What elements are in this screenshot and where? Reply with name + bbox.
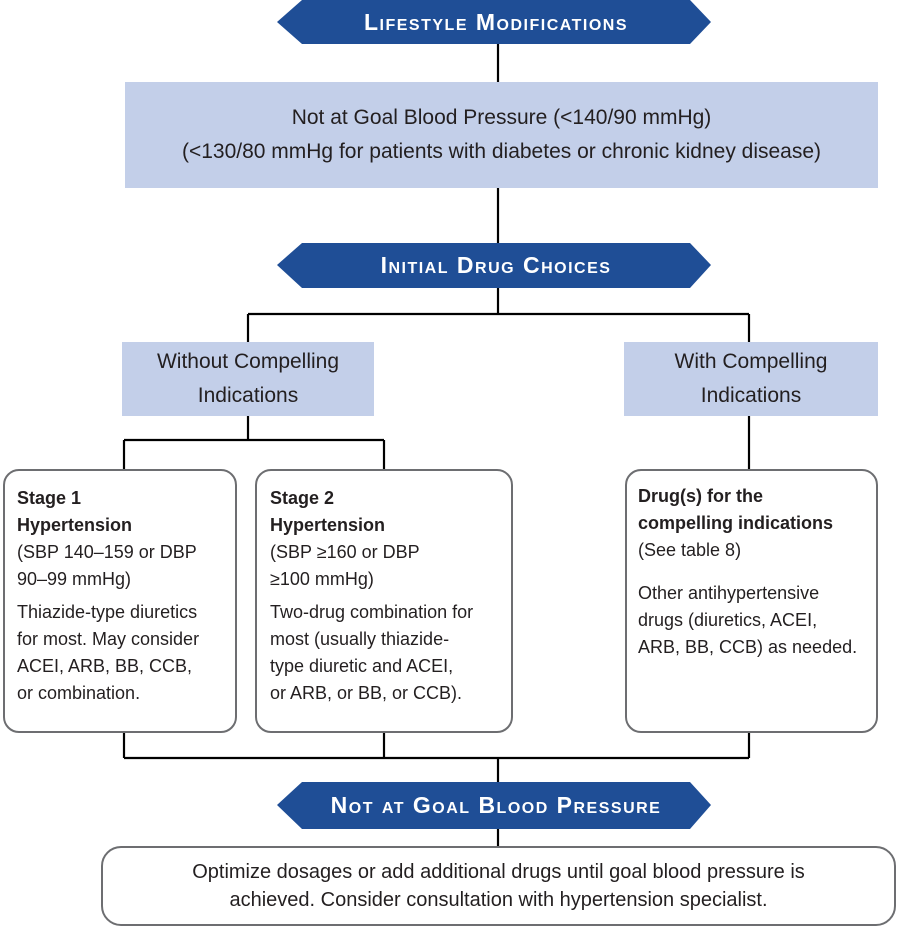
stage2-hypertension-box: Stage 2 Hypertension (SBP ≥160 or DBP ≥1… — [255, 469, 513, 733]
stage1-hypertension-box: Stage 1 Hypertension (SBP 140–159 or DBP… — [3, 469, 237, 733]
stage2-title-line2: Hypertension — [270, 515, 386, 535]
stage2-range-line2: ≥100 mmHg) — [270, 569, 374, 589]
goal-blood-pressure-box: Not at Goal Blood Pressure (<140/90 mmHg… — [125, 82, 878, 188]
banner-initial-drug-choices: Initial Drug Choices — [380, 252, 612, 278]
goal-box-line1: Not at Goal Blood Pressure (<140/90 mmHg… — [291, 106, 712, 129]
stage1-title-line1: Stage 1 — [17, 488, 82, 508]
compelling-indications-drugs-box: Drug(s) for the compelling indications (… — [625, 469, 878, 733]
stage1-range-line2: 90–99 mmHg) — [17, 569, 132, 589]
banner-lifestyle-shape — [277, 0, 711, 44]
with-line2: Indications — [700, 384, 802, 407]
stage2-range-line1: (SBP ≥160 or DBP — [270, 542, 420, 562]
banner-notgoal-shape — [277, 782, 711, 829]
compelling-title-line1: Drug(s) for the — [638, 486, 763, 506]
with-compelling-indications-box: With Compelling Indications — [624, 342, 878, 416]
with-line1: With Compelling — [674, 350, 828, 373]
compelling-body-line2: drugs (diuretics, ACEI, — [638, 610, 818, 630]
stage1-body-line1: Thiazide-type diuretics — [17, 602, 198, 622]
banner-initial-shape — [277, 243, 711, 288]
without-line2: Indications — [197, 384, 299, 407]
stage2-body-line1: Two-drug combination for — [270, 602, 474, 622]
final-line1: Optimize dosages or add additional drugs… — [192, 861, 805, 883]
goal-box-line2: (<130/80 mmHg for patients with diabetes… — [181, 140, 822, 163]
stage1-body-line2: for most. May consider — [17, 629, 200, 649]
banner-lifestyle-modifications: Lifestyle Modifications — [363, 9, 629, 35]
stage1-title-line2: Hypertension — [17, 515, 133, 535]
banner-not-at-goal-blood-pressure: Not at Goal Blood Pressure — [330, 792, 662, 818]
stage2-body-line2: most (usually thiazide- — [270, 629, 450, 649]
stage1-range-line1: (SBP 140–159 or DBP — [17, 542, 197, 562]
compelling-title-line2: compelling indications — [638, 513, 834, 533]
without-line1: Without Compelling — [156, 350, 340, 373]
compelling-body-line3: ARB, BB, CCB) as needed. — [638, 637, 858, 657]
optimize-dosages-box: Optimize dosages or add additional drugs… — [101, 846, 896, 926]
stage2-title-line1: Stage 2 — [270, 488, 335, 508]
stage2-body-line4: or ARB, or BB, or CCB). — [270, 683, 463, 703]
without-compelling-indications-box: Without Compelling Indications — [122, 342, 374, 416]
final-line2: achieved. Consider consultation with hyp… — [229, 889, 768, 911]
stage1-body-line4: or combination. — [17, 683, 141, 703]
stage1-body-line3: ACEI, ARB, BB, CCB, — [17, 656, 193, 676]
stage2-body-line3: type diuretic and ACEI, — [270, 656, 454, 676]
compelling-body-line1: Other antihypertensive — [638, 583, 820, 603]
compelling-table-ref: (See table 8) — [638, 540, 742, 560]
